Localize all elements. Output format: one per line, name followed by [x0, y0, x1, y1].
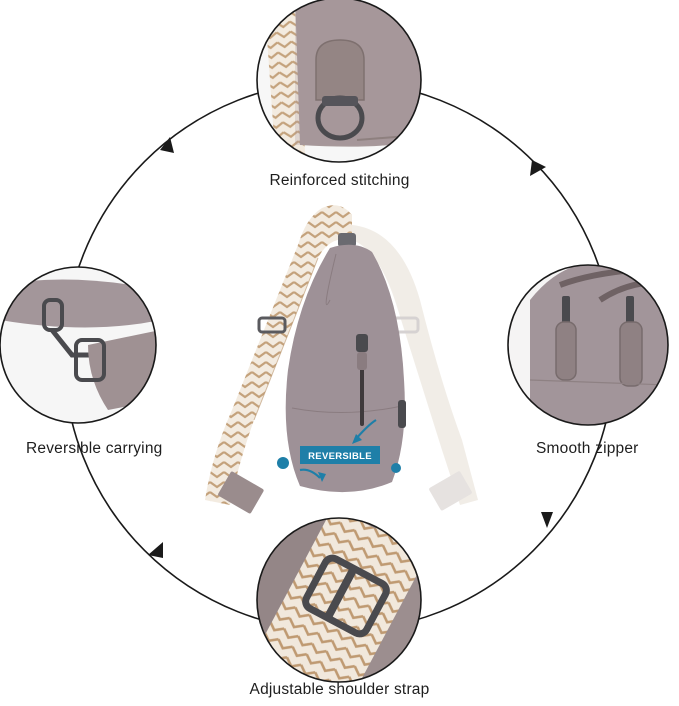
arrow-icon: [318, 472, 326, 482]
arrow-icon: [541, 512, 553, 528]
feature-label-bottom: Adjustable shoulder strap: [249, 681, 430, 698]
sling-bag-product: REVERSIBLE: [205, 205, 478, 514]
detail-reversible-carrying: [0, 266, 157, 424]
reversible-badge: [300, 446, 380, 464]
detail-reinforced-stitching: [256, 0, 422, 163]
arrow-icon: [299, 468, 321, 479]
feature-label-top: Reinforced stitching: [269, 172, 410, 189]
detail-adjustable-strap: [256, 517, 422, 683]
arrow-icon: [352, 434, 362, 444]
feature-label-left: Reversible carrying: [26, 440, 163, 457]
arrow-icon: [530, 160, 546, 176]
badge-text: REVERSIBLE: [308, 451, 372, 462]
feature-label-right: Smooth zipper: [536, 440, 639, 457]
arrow-icon: [160, 137, 174, 153]
arrow-icon: [148, 542, 163, 558]
detail-smooth-zipper: [507, 264, 669, 426]
